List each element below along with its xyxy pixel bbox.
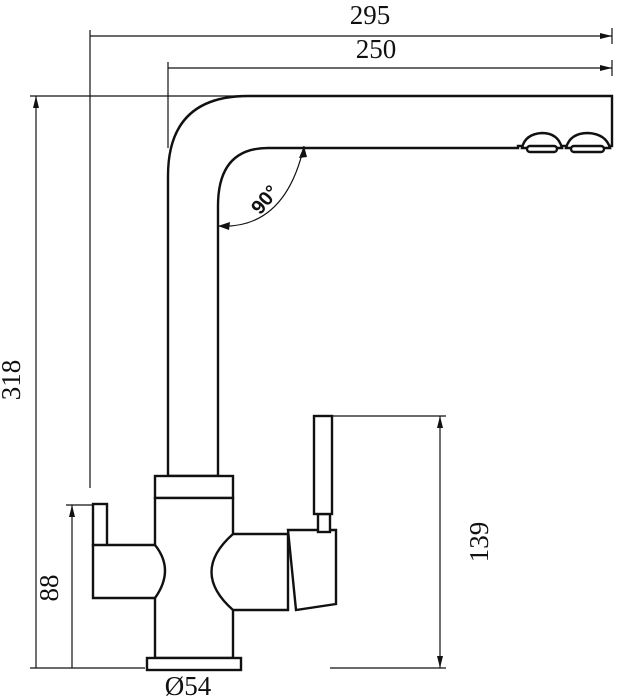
base-diameter-label: Ø54	[165, 671, 212, 699]
dimension-250-label: 250	[356, 34, 397, 64]
aerator-outlets	[520, 131, 612, 154]
dimension-295-label: 295	[350, 0, 391, 30]
left-lever	[91, 502, 167, 600]
dimension-318: 318	[0, 95, 255, 669]
angle-label: 90°	[247, 181, 283, 218]
dimension-295: 295	[89, 0, 613, 488]
spout-body	[166, 94, 614, 478]
dimension-139-label: 139	[464, 522, 494, 563]
dimension-318-label: 318	[0, 360, 26, 401]
right-handle	[210, 414, 338, 612]
dimension-88-label: 88	[34, 575, 64, 602]
dimension-250: 250	[167, 34, 613, 148]
dimension-139: 139	[330, 415, 494, 669]
